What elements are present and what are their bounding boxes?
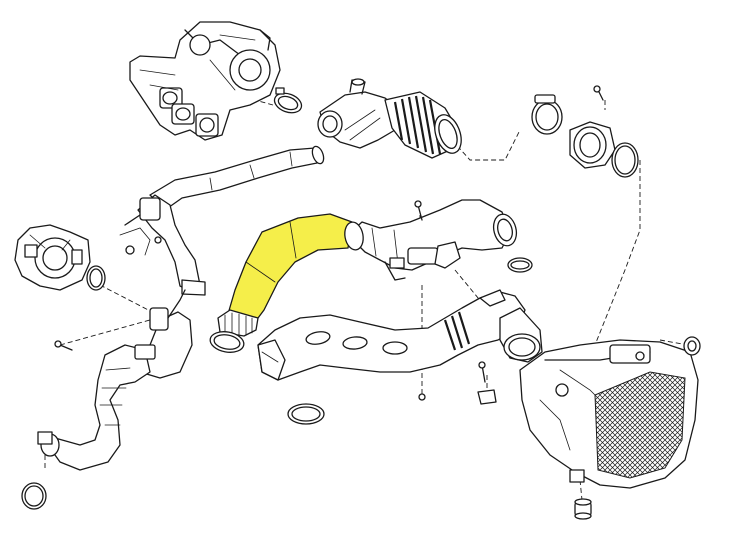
hose-o-ring-lower[interactable] bbox=[209, 329, 246, 355]
cooler-mount-grommet-top[interactable] bbox=[683, 336, 701, 356]
mass-air-flow-sensor[interactable] bbox=[569, 121, 616, 169]
hose-clamp-lower[interactable] bbox=[217, 309, 259, 337]
turbo-outlet-clamp[interactable] bbox=[272, 87, 304, 116]
intercooler-outlet-duct[interactable] bbox=[257, 289, 543, 381]
throttle-o-ring[interactable] bbox=[86, 265, 106, 291]
maf-o-ring[interactable] bbox=[611, 142, 639, 178]
charge-air-o-ring[interactable] bbox=[507, 257, 533, 273]
cooler-core-mesh bbox=[594, 371, 686, 479]
outlet-duct-o-ring[interactable] bbox=[287, 403, 325, 425]
charge-air-bolt-top[interactable] bbox=[414, 200, 423, 221]
corrugated-air-duct[interactable] bbox=[384, 91, 466, 159]
turbo-inlet-elbow[interactable] bbox=[317, 78, 401, 149]
throttle-body[interactable] bbox=[14, 224, 91, 291]
cooler-mount-grommet-bottom[interactable] bbox=[574, 498, 592, 520]
charge-air-pipe[interactable] bbox=[343, 199, 520, 281]
coolant-pipe-lower[interactable] bbox=[37, 289, 193, 471]
coolant-bolt[interactable] bbox=[54, 340, 73, 351]
coolant-outlet-o-ring[interactable] bbox=[21, 482, 47, 510]
turbocharger-manifold[interactable] bbox=[129, 21, 281, 141]
coolant-pipe-upper[interactable] bbox=[119, 145, 326, 296]
maf-clamp[interactable] bbox=[531, 94, 563, 135]
intercooler-inlet-hose[interactable] bbox=[227, 213, 353, 323]
outlet-duct-bracket[interactable] bbox=[477, 361, 497, 405]
outlet-duct-bolt[interactable] bbox=[418, 393, 426, 401]
outlet-duct-ribs bbox=[443, 311, 471, 351]
maf-bolt[interactable] bbox=[593, 85, 604, 101]
charge-air-cooler[interactable] bbox=[519, 339, 699, 489]
